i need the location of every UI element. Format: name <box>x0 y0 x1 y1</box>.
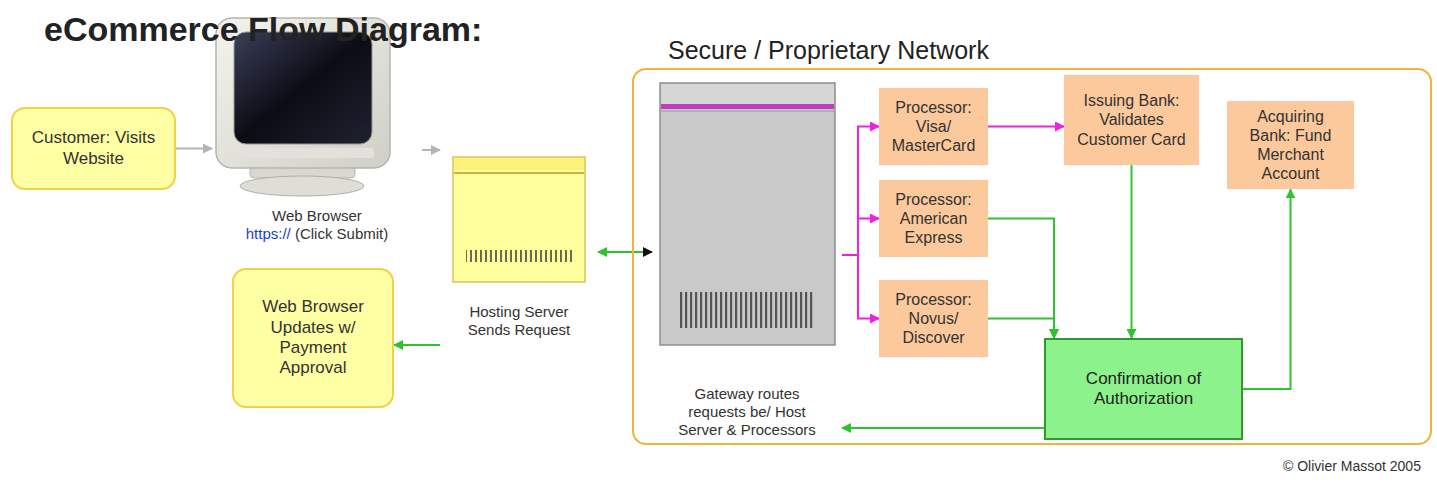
flow-arrow <box>842 127 879 256</box>
diagram-title: eCommerce Flow Diagram: <box>44 10 482 49</box>
result-box: Web Browser Updates w/ Payment Approval <box>232 268 394 408</box>
node-text: Acquiring Bank: Fund Merchant Account <box>1235 107 1346 184</box>
processor-box: Processor: Novus/ Discover <box>879 280 988 357</box>
flow-arrow <box>988 219 1054 339</box>
flow-arrow <box>842 219 879 256</box>
flow-arrow <box>1243 189 1291 389</box>
network-region: Secure / Proprietary NetworkGateway rout… <box>632 68 1432 445</box>
text-line: https:// (Click Submit) <box>246 225 389 243</box>
processor-box: Processor: Visa/ MasterCard <box>879 88 988 165</box>
node-label: (Click Submit) <box>295 225 388 242</box>
node-label: Issuing Bank: Validates Customer Card <box>1072 91 1191 149</box>
flow-arrow <box>422 149 440 151</box>
processor-box: Processor: American Express <box>879 180 988 257</box>
flow-arrow <box>988 126 1064 128</box>
node-label: Processor: American Express <box>887 190 980 248</box>
node-text: Customer: Visits Website <box>27 128 160 169</box>
flow-arrow <box>842 255 879 319</box>
start-box: Customer: Visits Website <box>11 107 176 190</box>
gateway-illustration <box>660 83 835 345</box>
region-heading: Secure / Proprietary Network <box>668 36 989 65</box>
flow-arrow <box>598 251 652 253</box>
node-text: Hosting Server Sends Request <box>449 303 589 339</box>
confirmation-box: Confirmation of Authorization <box>1044 338 1243 440</box>
copyright-label: © Olivier Massot 2005 <box>1283 458 1421 474</box>
node-label: Acquiring Bank: Fund Merchant Account <box>1235 107 1346 184</box>
node-text: Issuing Bank: Validates Customer Card <box>1072 91 1191 149</box>
flow-arrow <box>1131 165 1133 338</box>
node-text: Confirmation of Authorization <box>1060 369 1227 410</box>
node-label: https:// <box>246 225 291 242</box>
gateway-server: Gateway routes requests be/ Host Server … <box>652 81 842 443</box>
node-label: Gateway routes requests be/ Host Server … <box>672 385 822 439</box>
bank-box: Issuing Bank: Validates Customer Card <box>1064 75 1199 165</box>
flow-arrow <box>394 344 440 346</box>
node-label: Web Browser Updates w/ Payment Approval <box>248 297 378 379</box>
node-text: Processor: Novus/ Discover <box>887 290 980 348</box>
bank-box: Acquiring Bank: Fund Merchant Account <box>1227 101 1354 190</box>
flow-arrow <box>842 427 1044 429</box>
node-text: Gateway routes requests be/ Host Server … <box>672 385 822 439</box>
node-text: Processor: American Express <box>887 190 980 248</box>
flow-arrow <box>988 319 1054 339</box>
node-label: Hosting Server Sends Request <box>449 303 589 339</box>
node-text: Web Browser Updates w/ Payment Approval <box>248 297 378 379</box>
hosting-server: Hosting Server Sends Request <box>440 145 598 343</box>
node-label: Confirmation of Authorization <box>1060 369 1227 410</box>
browser-monitor: Web Browserhttps:// (Click Submit) <box>212 15 422 247</box>
flow-arrow <box>176 148 212 150</box>
node-label: Customer: Visits Website <box>27 128 160 169</box>
node-text: Web Browserhttps:// (Click Submit) <box>246 207 389 243</box>
node-label: Processor: Visa/ MasterCard <box>887 98 980 156</box>
node-label: Web Browser <box>246 207 389 225</box>
node-label: Processor: Novus/ Discover <box>887 290 980 348</box>
node-text: Processor: Visa/ MasterCard <box>887 98 980 156</box>
server-illustration <box>453 157 585 282</box>
